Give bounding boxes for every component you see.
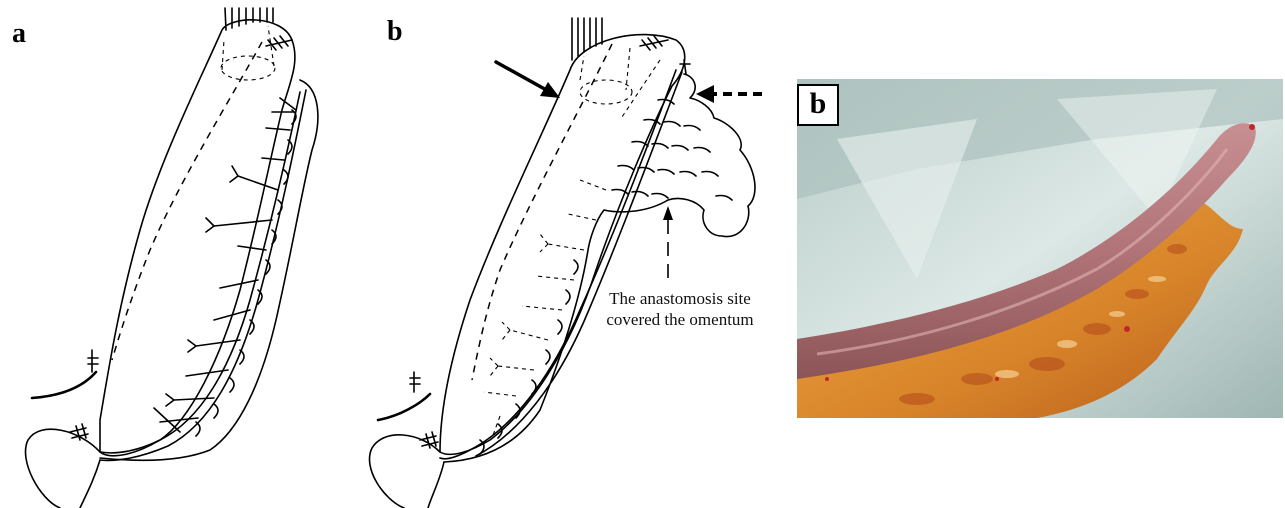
- panel-b-label: b: [387, 16, 403, 48]
- panel-a-drawing: [26, 8, 318, 508]
- photo-panel-label: b: [797, 84, 839, 126]
- photo-illustration: [797, 79, 1283, 418]
- staples-b: [640, 36, 668, 50]
- dashed-arrow: [696, 85, 762, 103]
- gastric-tube-outline-b: [440, 35, 685, 455]
- vessel-branches: [154, 98, 296, 432]
- esophagus-stump: [225, 8, 273, 30]
- staples-top: [266, 36, 292, 50]
- annotation-text: The anastomosis site covered the omentum: [585, 288, 775, 330]
- pylorus-b: [370, 435, 444, 508]
- omentum-flap: [444, 74, 755, 462]
- panel-a-label: a: [12, 18, 26, 50]
- omentum-scallops: [196, 110, 296, 436]
- panel-b-drawing: [370, 18, 762, 508]
- pylorus: [26, 429, 100, 508]
- annotation-line-2: covered the omentum: [585, 309, 775, 330]
- annotation-line-1: The anastomosis site: [585, 288, 775, 309]
- left-vessel: [32, 372, 96, 398]
- solid-arrow: [496, 62, 560, 98]
- omentum-outline: [100, 80, 318, 460]
- esophagus-stump-b: [572, 18, 602, 60]
- annotation-arrow: [663, 206, 673, 278]
- left-vessel-b: [378, 394, 430, 420]
- omentum-scallops-b: [480, 100, 732, 455]
- gastroepiploic-vessel-b: [440, 70, 676, 459]
- surgical-photo: [797, 79, 1283, 418]
